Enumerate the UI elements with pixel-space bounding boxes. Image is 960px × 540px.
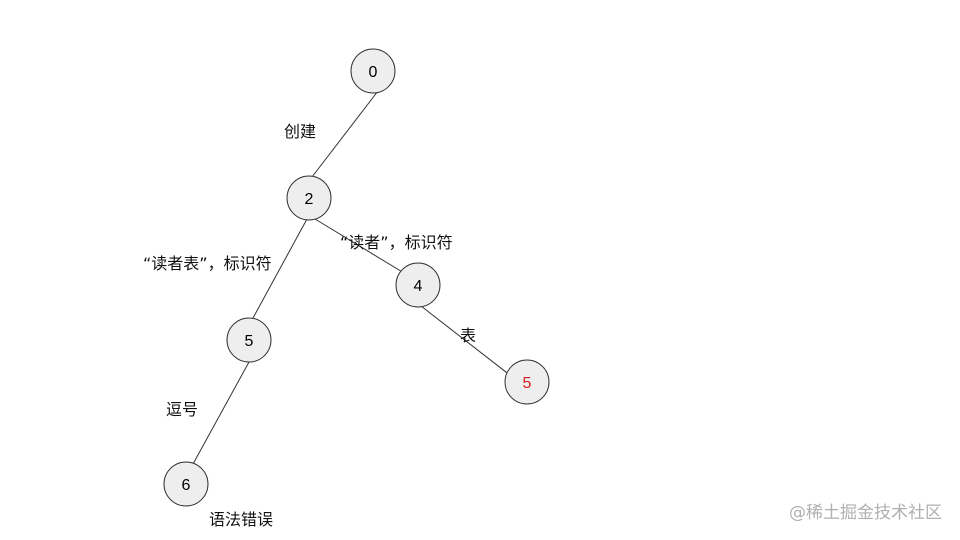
node-5-right: 5: [504, 359, 550, 405]
edge-label-reader-table-identifier: “读者表”，标识符: [143, 254, 272, 273]
node-6: 6: [163, 461, 209, 507]
watermark: @稀土掘金技术社区: [789, 503, 942, 523]
edge-5-6: [192, 361, 250, 465]
edge-label-table: 表: [460, 326, 476, 345]
edge-0-2: [311, 90, 379, 178]
node-4-label: 4: [414, 278, 423, 295]
node-5-left-label: 5: [245, 333, 254, 350]
annotation-syntax-error: 语法错误: [209, 510, 273, 529]
edge-label-create: 创建: [284, 122, 316, 141]
node-0-label: 0: [369, 64, 378, 81]
node-6-label: 6: [182, 477, 191, 494]
node-2: 2: [286, 175, 332, 221]
edge-4-5-red: [420, 305, 512, 377]
node-0: 0: [350, 48, 396, 94]
edge-2-5: [252, 218, 308, 319]
edge-label-comma: 逗号: [166, 400, 198, 419]
node-5-right-label: 5: [523, 375, 532, 392]
edge-2-4: [314, 218, 405, 274]
node-4: 4: [395, 262, 441, 308]
edge-label-reader-identifier: “读者”，标识符: [340, 233, 453, 252]
node-5-left: 5: [226, 317, 272, 363]
node-2-label: 2: [305, 191, 314, 208]
